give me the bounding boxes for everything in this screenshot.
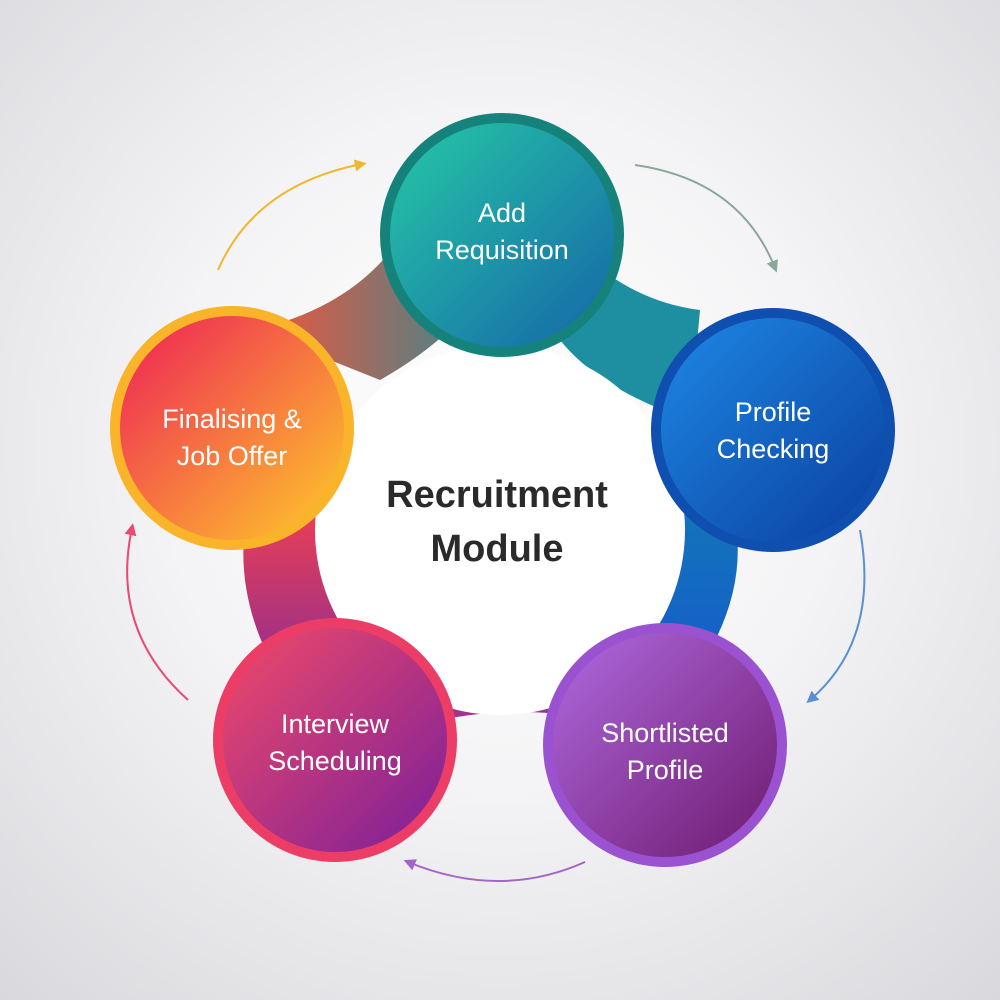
step-label-line2: Checking — [717, 434, 830, 464]
step-label-line1: Add — [478, 198, 526, 228]
step-interview-scheduling: Interview Scheduling — [213, 618, 457, 862]
arrow-1-icon — [634, 164, 778, 273]
step-label-line1: Finalising & — [162, 404, 302, 434]
connector-band — [243, 200, 738, 730]
cycle-arrows — [124, 159, 866, 882]
step-profile-checking: Profile Checking — [651, 308, 895, 552]
center-title-line1: Recruitment — [386, 474, 608, 516]
arrow-3-icon — [403, 859, 586, 882]
step-label-line1: Interview — [281, 709, 390, 739]
center-title-line2: Module — [431, 528, 564, 570]
step-label-line2: Job Offer — [177, 441, 288, 471]
arrow-2-icon — [806, 529, 866, 704]
center-hub — [315, 345, 685, 715]
step-label-line1: Shortlisted — [601, 718, 729, 748]
step-label-line2: Scheduling — [268, 746, 402, 776]
step-shortlisted-profile: Shortlisted Profile — [543, 623, 787, 867]
step-label-line1: Profile — [735, 397, 812, 427]
step-finalising-job-offer: Finalising & Job Offer — [110, 306, 354, 550]
step-add-requisition: Add Requisition — [380, 113, 624, 357]
arrow-4-icon — [124, 523, 189, 701]
center-title: Recruitment Module — [386, 474, 608, 570]
arrow-5-icon — [217, 159, 367, 271]
step-label-line2: Requisition — [435, 235, 569, 265]
step-label-line2: Profile — [627, 755, 704, 785]
